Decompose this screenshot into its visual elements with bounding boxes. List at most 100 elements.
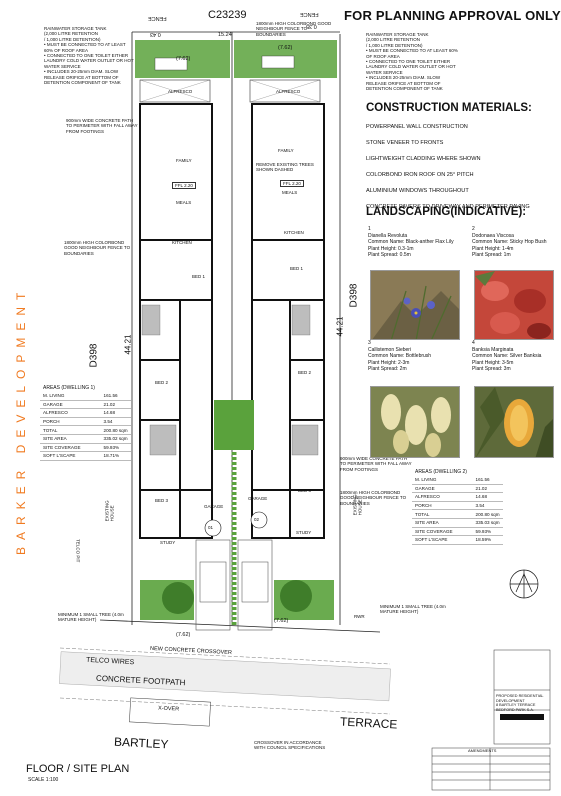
plant-2-photo: [474, 270, 554, 340]
dim-1524: 15.24: [218, 32, 232, 38]
plant-4-photo: [474, 386, 554, 458]
landscaping-title: LANDSCAPING(INDICATIVE):: [366, 206, 527, 218]
ffl-2: FFL 2.20: [280, 180, 304, 188]
fence-top-left: FENCE: [148, 14, 167, 21]
room-bed2-1: BED 2: [155, 380, 169, 385]
plant-4-text: 4 Banksia Marginata Common Name: Silver …: [472, 340, 542, 372]
room-garage-1: GARAGE: [204, 504, 224, 509]
rainwater-note-left: RAINWATER STORAGE TANK (2,000 LITRE RETE…: [44, 26, 134, 85]
material-item: STONE VENEER TO FRONTS: [366, 140, 444, 146]
room-alfresco-1: ALFRESCO: [168, 89, 193, 94]
ffl-1: FFL 2.20: [172, 182, 196, 190]
room-study-1: STUDY: [160, 540, 176, 545]
areas-2-title: AREAS (DWELLING 2): [415, 469, 467, 475]
d398-right: D398: [348, 283, 360, 308]
fence-left-note: 1800mm HIGH COLORBOND GOOD NEIGHBOUR FEN…: [64, 240, 131, 256]
room-family-2: FAMILY: [278, 148, 294, 153]
driveway-right: [237, 539, 273, 631]
dim-762-top-left: (7.62): [176, 56, 191, 62]
existing-house-right: EXISTING HOUSE: [352, 494, 363, 516]
crossover-note: CROSSOVER IN ACCORDANCE WITH COUNCIL SPE…: [254, 740, 326, 751]
material-item: LIGHTWEIGHT CLADDING WHERE SHOWN: [366, 156, 481, 162]
rainwater-note-right: RAINWATER STORAGE TANK (2,000 LITRE RETE…: [366, 32, 458, 91]
areas-1-title: AREAS (DWELLING 1): [43, 385, 95, 391]
material-item: CONCRETE PAVERS TO DRIVEWAY AND PERIMETE…: [366, 204, 530, 210]
material-item: POWERPANEL WALL CONSTRUCTION: [366, 124, 468, 130]
amendments-label: AMENDMENTS: [468, 748, 497, 753]
room-bed3-1: BED 3: [155, 498, 169, 503]
dim-762-bottom-right: (7.62): [274, 618, 289, 624]
room-alfresco-2: ALFRESCO: [276, 89, 301, 94]
plant-3-photo: [370, 386, 460, 458]
site-boundary: [99, 31, 381, 633]
dim-035: 0.35: [306, 22, 317, 29]
x-over-label: X-OVER: [157, 705, 180, 713]
dwelling-1-walls: [139, 103, 213, 539]
room-bed1-2: BED 1: [290, 266, 304, 271]
fence-right-note: 1800mm HIGH COLORBOND GOOD NEIGHBOUR FEN…: [340, 490, 407, 506]
dwelling-2-walls: [251, 103, 325, 539]
room-kitchen-1: KITCHEN: [172, 240, 192, 245]
title-block: [431, 649, 551, 791]
project-details: PROPOSED RESIDENTIAL DEVELOPMENT 8 BARTL…: [496, 694, 544, 712]
telco-pit: TELCO PIT: [75, 539, 81, 563]
room-meals-1: MEALS: [176, 200, 192, 205]
material-item: ALUMINIUM WINDOWS THROUGHOUT: [366, 188, 469, 194]
driveway-left: [195, 539, 231, 631]
min-tree-left-note: MINIMUM 1 SMALL TREE (4.0m MATURE HEIGHT…: [58, 612, 124, 623]
street-name-1: BARTLEY: [113, 734, 169, 752]
rwr-label: RWR: [354, 614, 365, 619]
north-arrow: [509, 569, 539, 599]
dim-4421-left: 44.21: [123, 334, 133, 355]
plan-title: FLOOR / SITE PLAN: [26, 763, 130, 775]
street-name-2: TERRACE: [339, 714, 398, 732]
materials-list: POWERPANEL WALL CONSTRUCTION STONE VENEE…: [366, 124, 556, 210]
room-bed1-1: BED 1: [192, 274, 206, 279]
room-bed2-2: BED 2: [298, 370, 312, 375]
plant-2-text: 2 Dodonaea Viscosa Common Name: Sticky H…: [472, 226, 547, 258]
existing-house-left: EXISTING HOUSE: [104, 500, 115, 522]
footpath: [59, 651, 391, 702]
plant-1-text: 1 Dianella Revoluta Common Name: Black-a…: [368, 226, 454, 258]
min-tree-right-note: MINIMUM 1 SMALL TREE (4.0m MATURE HEIGHT…: [380, 604, 446, 615]
fence-top-note: 1800mm HIGH COLORBOND GOOD NEIGHBOUR FEN…: [256, 21, 332, 37]
courtyard-garden: [214, 400, 254, 450]
lot-label: C23239: [208, 9, 247, 21]
materials-title: CONSTRUCTION MATERIALS:: [366, 102, 532, 114]
path-left-note: 900mm WIDE CONCRETE PATH TO PERIMETER WI…: [66, 118, 138, 134]
room-meals-2: MEALS: [282, 190, 298, 195]
material-item: COLORBOND IRON ROOF ON 25° PITCH: [366, 172, 474, 178]
room-kitchen-2: KITCHEN: [284, 230, 304, 235]
approval-heading: FOR PLANNING APPROVAL ONLY: [344, 8, 561, 23]
dim-043: 0.43: [150, 30, 161, 37]
plant-3-text: 3 Callistemon Sieberi Common Name: Bottl…: [368, 340, 432, 372]
d398-left: D398: [88, 343, 100, 368]
x-over: [129, 697, 211, 727]
unit-1-label: 01: [208, 525, 214, 530]
plant-1-photo: [370, 270, 460, 340]
path-right-note: 900mm WIDE CONCRETE PATH TO PERIMETER WI…: [340, 456, 412, 472]
remove-trees-note: REMOVE EXISTING TREES SHOWN DASHED: [256, 162, 314, 173]
plan-scale: SCALE 1:100: [28, 777, 59, 783]
room-study-2: STUDY: [296, 530, 312, 535]
room-garage-2: GARAGE: [248, 496, 268, 501]
